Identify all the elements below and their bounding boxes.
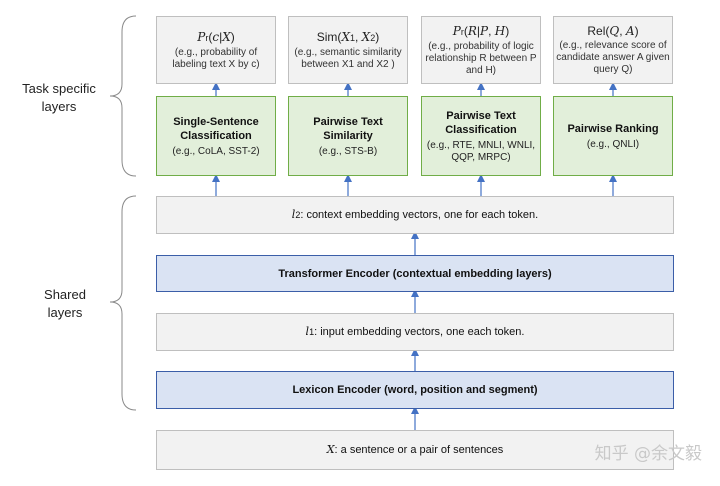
output-desc-ranking: (e.g., relevance score of candidate answ…	[556, 40, 670, 75]
output-formula-similarity: Sim(X1, X2)	[316, 29, 380, 44]
task-title-single-sentence: Single-Sentence Classification	[173, 115, 259, 142]
output-formula-pairwise-classification: Pr(R|P, H)	[452, 23, 510, 38]
shared-layers-label-line2: layers	[47, 305, 83, 320]
l1-symbol: l	[305, 325, 310, 338]
task-examples-pairwise-similarity: (e.g., STS-B)	[318, 145, 378, 157]
output-box-classification: Pr(c|X) (e.g., probability of labeling t…	[156, 16, 276, 84]
task-examples-single-sentence: (e.g., CoLA, SST-2)	[172, 145, 260, 157]
task-examples-pairwise-ranking: (e.g., QNLI)	[586, 138, 640, 150]
task-box-pairwise-ranking: Pairwise Ranking (e.g., QNLI)	[553, 96, 673, 176]
lexicon-encoder-layer: Lexicon Encoder (word, position and segm…	[156, 371, 674, 409]
input-symbol: X	[326, 443, 335, 456]
output-box-pairwise-classification: Pr(R|P, H) (e.g., probability of logic r…	[421, 16, 541, 84]
l2-symbol: l	[291, 208, 296, 221]
l1-text: : input embedding vectors, one each toke…	[314, 326, 525, 338]
task-box-pairwise-similarity: Pairwise Text Similarity (e.g., STS-B)	[288, 96, 408, 176]
lexicon-encoder-text: Lexicon Encoder (word, position and segm…	[292, 384, 538, 396]
output-desc-classification: (e.g., probability of labeling text X by…	[172, 46, 260, 70]
output-formula-classification: Pr(c|X)	[197, 29, 235, 44]
input-text: : a sentence or a pair of sentences	[334, 444, 504, 456]
l2-text: : context embedding vectors, one for eac…	[300, 209, 539, 221]
shared-layers-brace	[109, 195, 137, 411]
task-specific-label-line1: Task specific	[22, 81, 96, 96]
task-box-pairwise-classification: Pairwise Text Classification (e.g., RTE,…	[421, 96, 541, 176]
task-specific-label-line2: layers	[41, 99, 77, 114]
output-box-ranking: Rel(Q, A) (e.g., relevance score of cand…	[553, 16, 673, 84]
output-desc-similarity: (e.g., semantic similarity between X1 an…	[294, 46, 402, 70]
task-specific-brace	[109, 15, 137, 177]
transformer-encoder-text: Transformer Encoder (contextual embeddin…	[278, 267, 552, 280]
task-specific-label: Task specific layers	[14, 80, 104, 116]
transformer-encoder-layer: Transformer Encoder (contextual embeddin…	[156, 255, 674, 292]
task-box-single-sentence: Single-Sentence Classification (e.g., Co…	[156, 96, 276, 176]
task-examples-pairwise-classification: (e.g., RTE, MNLI, WNLI, QQP, MRPC)	[426, 139, 536, 163]
task-title-pairwise-ranking: Pairwise Ranking	[567, 122, 659, 135]
shared-layers-label-line1: Shared	[44, 287, 86, 302]
l1-input-embedding-layer: l1: input embedding vectors, one each to…	[156, 313, 674, 351]
shared-layers-label: Shared layers	[30, 286, 100, 322]
l2-context-embedding-layer: l2: context embedding vectors, one for e…	[156, 196, 674, 234]
task-title-pairwise-similarity: Pairwise Text Similarity	[313, 115, 383, 142]
task-title-pairwise-classification: Pairwise Text Classification	[445, 109, 517, 136]
input-sentence-layer: X: a sentence or a pair of sentences	[156, 430, 674, 470]
output-formula-ranking: Rel(Q, A)	[587, 24, 639, 38]
output-desc-pairwise-classification: (e.g., probability of logic relationship…	[425, 40, 537, 76]
watermark: 知乎 @余文毅	[594, 444, 702, 464]
output-box-similarity: Sim(X1, X2) (e.g., semantic similarity b…	[288, 16, 408, 84]
